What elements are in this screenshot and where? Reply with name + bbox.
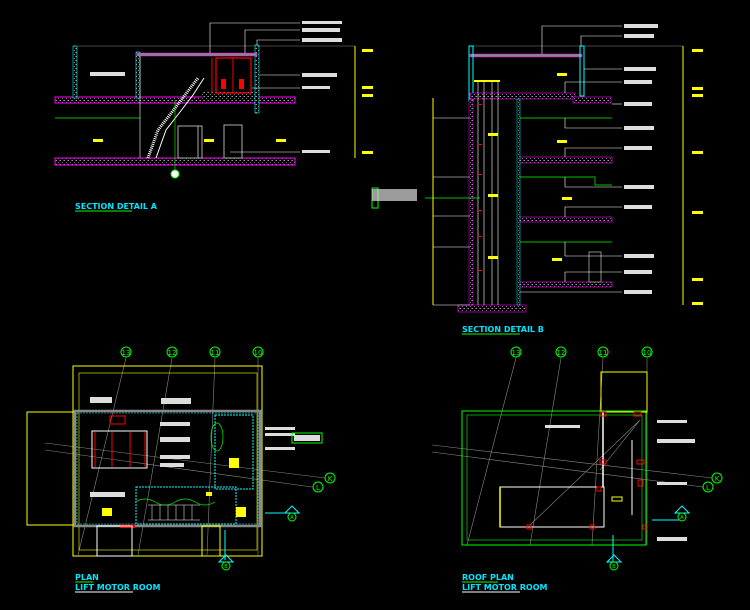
roof-plan-lift-motor-room: 13 12 11 10 K L A B ROOF PLAN LIFT MOTOR… (431, 346, 723, 593)
section-detail-b: SECTION DETAIL B (371, 24, 703, 335)
section-a-title: SECTION DETAIL A (75, 202, 158, 211)
roof-slab (136, 52, 258, 57)
shaft-wall (468, 99, 474, 306)
wall (135, 51, 141, 99)
slab (469, 92, 576, 100)
grid-label-12: 12 (168, 349, 177, 357)
grid-label-10: 10 (254, 349, 263, 357)
staircase (146, 77, 200, 159)
upper-slab (202, 92, 257, 100)
section-marker-b: B (612, 564, 616, 570)
section-b-title: SECTION DETAIL B (462, 325, 544, 334)
section-marker-a: A (290, 515, 294, 521)
door (223, 124, 243, 159)
grid-label-l: L (706, 484, 710, 492)
parapet-wall (72, 45, 78, 99)
plan-title: PLAN (75, 573, 99, 582)
grid-label-l: L (316, 484, 320, 492)
section-marker (170, 169, 180, 179)
plan-subtitle: LIFT MOTOR ROOM (75, 583, 161, 592)
roof-outline (461, 410, 647, 546)
grid-label-13: 13 (512, 349, 521, 357)
plan-lift-motor-room: 13 12 11 10 K L A B PLAN LIFT MOTOR ROOM (26, 346, 336, 593)
grid-label-13: 13 (122, 349, 131, 357)
wall (73, 409, 262, 528)
grid-bubbles-plan: 13 12 11 10 K L (120, 346, 336, 493)
grid-label-11: 11 (211, 349, 220, 357)
roof-plan-subtitle: LIFT MOTOR ROOM (462, 583, 548, 592)
grid-label-k: K (715, 475, 720, 483)
section-marker-b: B (224, 564, 228, 570)
grid-label-12: 12 (557, 349, 566, 357)
roof-slab (469, 53, 583, 58)
section-marker-a: A (680, 515, 684, 521)
grid-bubbles-roof: 13 12 11 10 K L (510, 346, 723, 493)
grid-label-k: K (328, 475, 333, 483)
roof-plan-title: ROOF PLAN (462, 573, 514, 582)
plan-outline (72, 365, 263, 557)
grid-label-10: 10 (643, 349, 652, 357)
grid-label-11: 11 (599, 349, 608, 357)
section-detail-a: SECTION DETAIL A (54, 21, 373, 212)
lift-machine (91, 430, 148, 469)
